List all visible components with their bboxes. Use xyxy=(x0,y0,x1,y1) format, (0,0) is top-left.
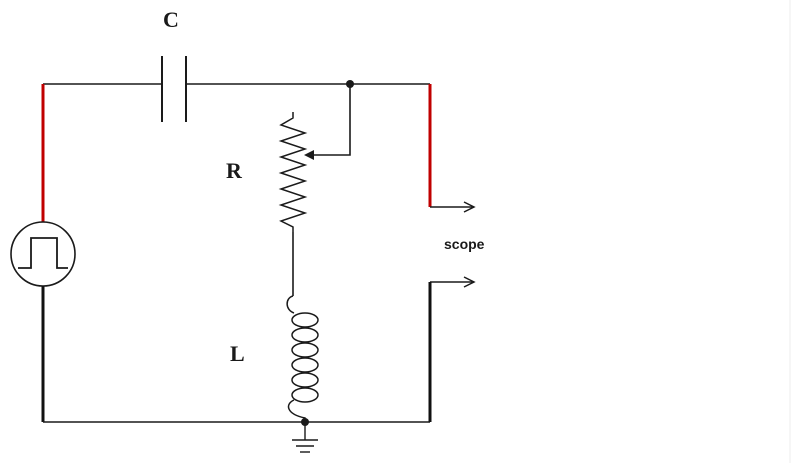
capacitor-label: C xyxy=(163,7,179,32)
ground-icon xyxy=(292,422,318,453)
capacitor xyxy=(161,56,187,122)
scope-label: scope xyxy=(444,236,485,252)
resistor-zigzag xyxy=(278,112,308,232)
arrow-right-icon xyxy=(430,276,476,288)
resistor-label: R xyxy=(226,158,243,183)
inductor-label: L xyxy=(230,341,245,366)
wiper-lead xyxy=(312,84,351,156)
square-wave-source-icon xyxy=(10,221,76,287)
arrow-right-icon xyxy=(430,201,476,213)
wiper-arrowhead xyxy=(304,150,314,160)
inductor-coil xyxy=(286,295,319,422)
